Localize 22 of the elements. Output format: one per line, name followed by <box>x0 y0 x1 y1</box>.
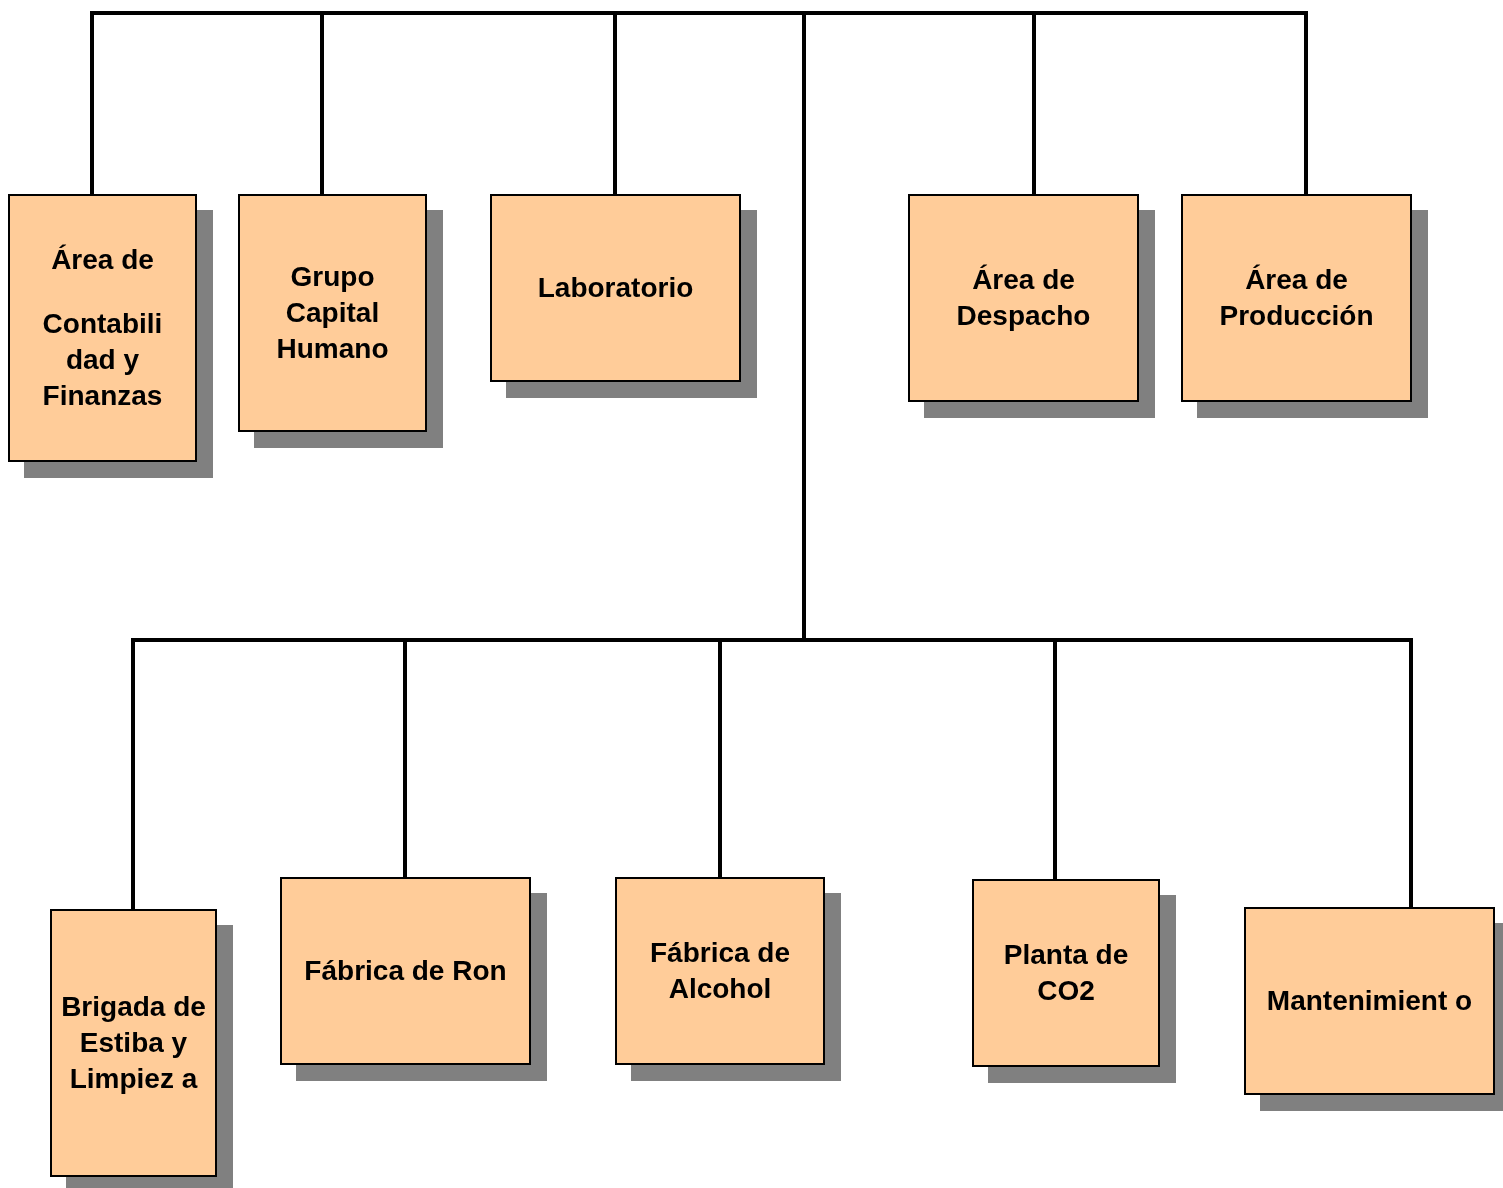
org-box <box>1181 194 1412 402</box>
box-label: Brigada de Estiba y Limpiez a <box>60 990 207 1096</box>
org-box <box>908 194 1139 402</box>
org-box <box>972 879 1160 1067</box>
org-box <box>280 877 531 1065</box>
org-box <box>615 877 825 1065</box>
connector-line <box>613 11 804 194</box>
box-label: Área de <box>51 243 154 277</box>
org-box <box>238 194 427 432</box>
box-label: Mantenimient o <box>1266 984 1473 1018</box>
box-label: Contabili dad y Finanzas <box>41 307 164 413</box>
box-label: Fábrica de Ron <box>304 954 507 988</box>
org-box <box>490 194 741 382</box>
box-label: Grupo Capital Humano <box>275 260 390 366</box>
box-label: Fábrica de Alcohol <box>648 936 792 1006</box>
box-label: Área de Despacho <box>955 263 1092 333</box>
org-box <box>1244 907 1495 1095</box>
box-label: Área de Producción <box>1218 263 1375 333</box>
org-box <box>8 194 197 462</box>
org-box <box>50 909 217 1177</box>
box-label: Laboratorio <box>537 271 694 305</box>
box-label: Planta de CO2 <box>1002 938 1130 1008</box>
